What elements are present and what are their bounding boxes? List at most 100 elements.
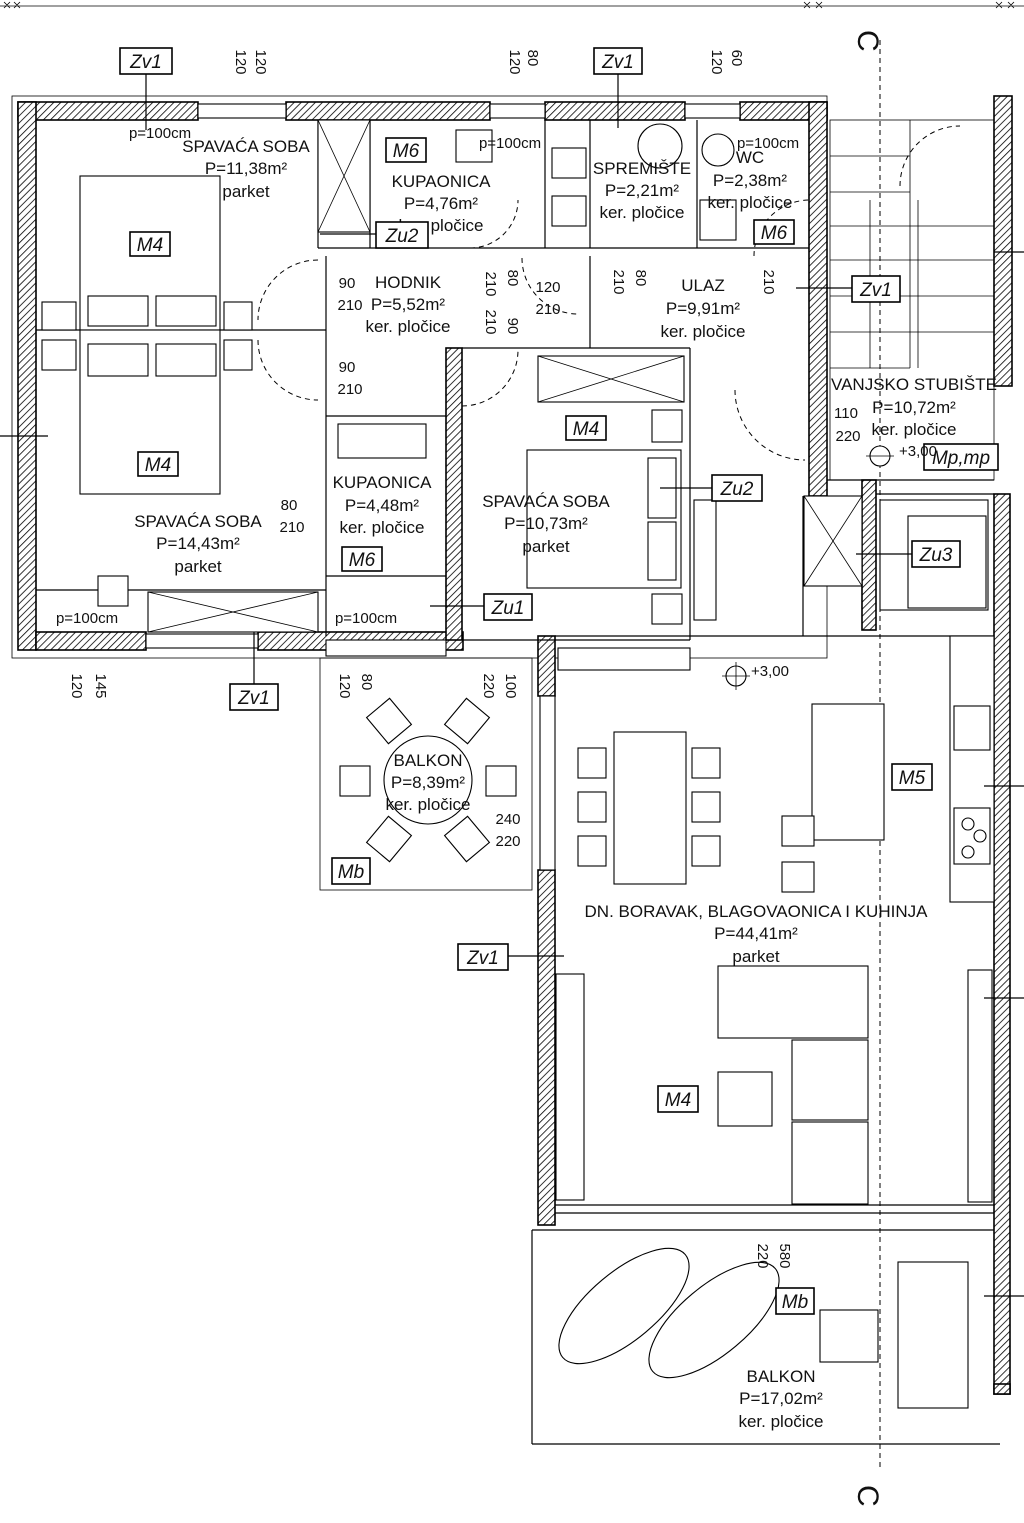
room-floor: ker. pločice <box>365 317 450 336</box>
tag-label: Zu2 <box>720 479 754 500</box>
room-dnevni-boravak: DN. BORAVAK, BLAGOVAONICA I KUHINJA P=44… <box>585 902 929 966</box>
room-balkon-1: BALKON P=8,39m² ker. pločice <box>385 751 470 814</box>
dim-label: 60 <box>728 50 745 67</box>
dim-label: 120 <box>232 49 249 74</box>
dim-label: +3,00 <box>751 663 789 680</box>
tag-labels: Zv1 Zv1 Zu2 M6 M6 Zv1 M4 M4 M4 Zu2 M6 Zu… <box>119 47 999 1315</box>
room-floor: ker. pločice <box>599 203 684 222</box>
top-border <box>0 1 1024 9</box>
room-area: P=4,48m² <box>345 496 420 515</box>
room-ulaz: ULAZ P=9,91m² ker. pločice <box>660 276 745 341</box>
dim-label: 120 <box>252 49 269 74</box>
room-area: P=10,73m² <box>504 514 588 533</box>
room-area: P=5,52m² <box>371 295 446 314</box>
room-area: P=17,02m² <box>739 1389 823 1408</box>
dim-label: p=100cm <box>335 610 397 627</box>
dim-label: 100 <box>502 673 519 698</box>
dim-label: p=100cm <box>737 135 799 152</box>
room-kupaonica-2: KUPAONICA P=4,48m² ker. pločice <box>333 473 433 537</box>
room-floor: ker. pločice <box>385 795 470 814</box>
dim-label: 90 <box>339 275 356 292</box>
tag-label: M5 <box>899 768 926 789</box>
dim-label: 220 <box>835 428 860 445</box>
walls <box>17 95 1013 1395</box>
dim-label: 210 <box>482 309 499 334</box>
tag-label: M4 <box>145 455 171 476</box>
tag-label: Mb <box>782 1292 808 1313</box>
dim-label: 110 <box>834 405 858 422</box>
balcony-table <box>339 697 517 863</box>
room-area: P=11,38m² <box>205 159 288 178</box>
tag-label: Zv1 <box>237 688 270 709</box>
dim-label: 90 <box>339 359 356 376</box>
room-name: VANJSKO STUBIŠTE <box>831 375 997 394</box>
room-spavaca-soba-3: SPAVAĆA SOBA P=14,43m² parket <box>134 512 262 576</box>
room-area: P=4,76m² <box>404 194 479 213</box>
room-area: P=44,41m² <box>714 924 798 943</box>
dim-label: p=100cm <box>56 610 118 627</box>
room-name: KUPAONICA <box>333 473 433 492</box>
windows <box>145 103 741 871</box>
tag-label: Zu3 <box>919 545 953 566</box>
dim-label: 120 <box>506 49 523 74</box>
dim-label: 210 <box>610 269 627 294</box>
room-floor: ker. pločice <box>339 518 424 537</box>
room-floor: ker. pločice <box>707 193 792 212</box>
room-floor: parket <box>174 557 222 576</box>
tag-label: Mb <box>338 862 364 883</box>
room-area: P=2,21m² <box>605 181 680 200</box>
room-floor: ker. pločice <box>871 420 956 439</box>
dim-label: 80 <box>632 270 649 287</box>
room-hodnik: HODNIK P=5,52m² ker. pločice <box>365 273 450 336</box>
room-name: SPAVAĆA SOBA <box>134 512 262 531</box>
dim-label: p=100cm <box>129 125 191 142</box>
dimension-labels: 120 120 120 80 120 60 p=100cm p=100cm p=… <box>56 49 937 1268</box>
room-balkon-2: BALKON P=17,02m² ker. pločice <box>738 1367 823 1431</box>
tag-label: Zu1 <box>491 598 525 619</box>
doors <box>257 125 961 461</box>
dim-label: +3,00 <box>899 443 937 460</box>
dim-label: 220 <box>754 1243 771 1268</box>
room-name: BALKON <box>747 1367 816 1386</box>
dim-label: 90 <box>504 318 521 335</box>
dim-label: 120 <box>336 673 353 698</box>
dim-label: 210 <box>482 271 499 296</box>
room-name: WC <box>736 148 764 167</box>
dim-label: 120 <box>68 673 85 698</box>
room-floor: parket <box>222 182 270 201</box>
tag-label: M6 <box>349 550 376 571</box>
dim-label: 145 <box>92 673 109 698</box>
room-spremiste: SPREMIŠTE P=2,21m² ker. pločice <box>593 159 691 222</box>
dim-label: 80 <box>358 674 375 691</box>
tag-label: Zv1 <box>466 948 499 969</box>
room-spavaca-soba-2: SPAVAĆA SOBA P=10,73m² parket <box>482 492 610 556</box>
dim-label: 220 <box>495 833 520 850</box>
room-area: P=2,38m² <box>713 171 788 190</box>
room-area: P=8,39m² <box>391 773 466 792</box>
section-marker-top: C <box>851 30 884 52</box>
tag-label: Zu2 <box>385 226 419 247</box>
room-floor: ker. pločice <box>660 322 745 341</box>
room-name: SPAVAĆA SOBA <box>482 492 610 511</box>
room-wc: WC P=2,38m² ker. pločice <box>707 148 792 212</box>
room-spavaca-soba-1: SPAVAĆA SOBA P=11,38m² parket <box>182 137 310 201</box>
dim-label: 220 <box>480 673 497 698</box>
room-area: P=9,91m² <box>666 299 741 318</box>
tag-label: M4 <box>137 235 163 256</box>
tag-label: Zv1 <box>129 52 162 73</box>
room-floor: ker. pločice <box>738 1412 823 1431</box>
room-name: SPREMIŠTE <box>593 159 691 178</box>
tag-label: Mp,mp <box>932 448 990 469</box>
dim-label: p=100cm <box>479 135 541 152</box>
dim-label: 210 <box>337 297 362 314</box>
room-floor: parket <box>522 537 570 556</box>
tag-label: Zv1 <box>859 280 892 301</box>
dim-label: 120 <box>535 279 560 296</box>
elevation-markers <box>722 445 894 690</box>
tag-label: M6 <box>761 223 788 244</box>
room-name: KUPAONICA <box>392 172 492 191</box>
dim-label: 580 <box>776 1243 793 1268</box>
dim-label: 210 <box>760 269 777 294</box>
furniture <box>41 119 995 1409</box>
